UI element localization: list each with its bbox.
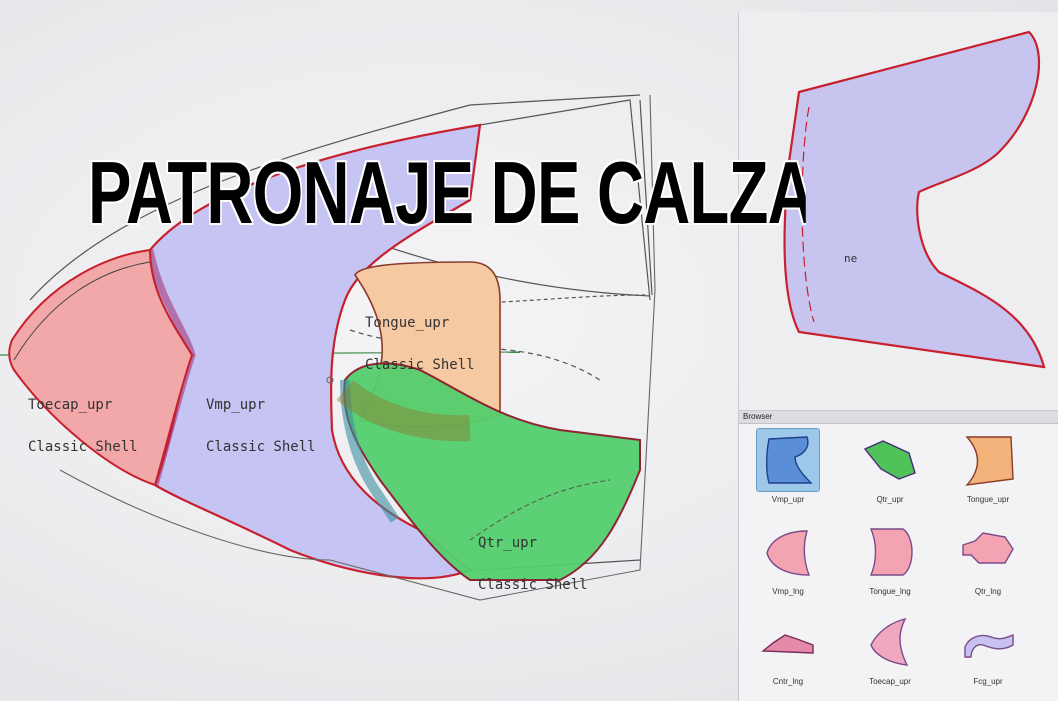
tongue-label-material: Classic Shell <box>365 357 475 373</box>
shoe-pattern-drawing[interactable] <box>0 0 740 700</box>
piece-preview-panel[interactable]: ne <box>738 12 1058 412</box>
vamp-preview-piece <box>783 30 1046 369</box>
thumb-frame <box>756 428 820 492</box>
thumb-frame <box>859 429 921 491</box>
thumb-frame <box>957 611 1019 673</box>
thumb-frame <box>957 429 1019 491</box>
tongue-label-name: Tongue_upr <box>365 315 450 331</box>
browser-item-vmp-upr[interactable]: Vmp_upr <box>753 428 823 509</box>
browser-item-qtr-upr[interactable]: Qtr_upr <box>855 429 925 509</box>
banner-title: PATRONAJE DE CALZADO ASISTIDO P <box>88 142 806 244</box>
browser-item-toecap-upr[interactable]: Toecap_upr <box>855 611 925 691</box>
browser-item-label: Vmp_upr <box>771 495 805 504</box>
quarter-label: Qtr_upr Classic Shell <box>478 508 588 620</box>
toecap-label: Toecap_upr Classic Shell <box>28 370 138 482</box>
vamp-label-material: Classic Shell <box>206 439 316 455</box>
browser-panel[interactable]: Browser Vmp_upr Qtr_upr Tongue_upr <box>738 410 1058 701</box>
tongue-lining-piece-icon <box>869 528 913 576</box>
browser-item-tongue-upr[interactable]: Tongue_upr <box>953 429 1023 509</box>
thumb-frame <box>757 521 819 583</box>
toecap-label-material: Classic Shell <box>28 439 138 455</box>
facing-upper-piece-icon <box>964 634 1014 658</box>
preview-label-fragment: ne <box>844 252 857 265</box>
preview-piece-drawing[interactable]: ne <box>739 12 1058 412</box>
counter-lining-piece-icon <box>761 634 814 654</box>
quarter-dashed-line <box>469 479 611 541</box>
vamp-lining-piece-icon <box>766 530 811 576</box>
browser-item-label: Toecap_upr <box>869 677 911 686</box>
outer-outline <box>59 94 656 601</box>
browser-item-label: Tongue_lng <box>869 587 911 596</box>
browser-item-label: Qtr_upr <box>876 495 904 504</box>
quarter-label-material: Classic Shell <box>478 577 588 593</box>
vamp-label-name: Vmp_upr <box>206 397 266 413</box>
quarter-lining-piece-icon <box>962 532 1014 564</box>
browser-item-label: Vmp_lng <box>772 587 804 596</box>
quarter-upper-piece[interactable] <box>343 362 641 581</box>
browser-item-label: Tongue_upr <box>966 495 1010 504</box>
browser-item-label: Qtr_lng <box>974 587 1002 596</box>
toecap-upper-piece-icon <box>870 617 909 666</box>
thumb-frame <box>859 521 921 583</box>
browser-item-cntr-lng[interactable]: Cntr_lng <box>753 611 823 691</box>
tongue-overlap <box>336 379 471 442</box>
browser-item-label: Fcg_upr <box>973 677 1003 686</box>
toecap-inner-line <box>13 261 151 361</box>
browser-item-vmp-lng[interactable]: Vmp_lng <box>753 521 823 601</box>
tongue-upper-piece-icon <box>965 436 1014 486</box>
quarter-upper-piece-icon <box>863 440 916 480</box>
thumb-frame <box>859 611 921 673</box>
browser-item-label: Cntr_lng <box>772 677 804 686</box>
vamp-label: Vmp_upr Classic Shell <box>206 370 316 482</box>
quarter-lining-edge <box>340 379 400 523</box>
thumb-frame <box>757 611 819 673</box>
tongue-label: Tongue_upr Classic Shell <box>365 288 475 400</box>
browser-panel-title: Browser <box>739 411 1058 424</box>
browser-item-fcg-upr[interactable]: Fcg_upr <box>953 611 1023 691</box>
reference-point <box>326 376 334 384</box>
preview-dashed-seam <box>801 106 815 323</box>
thumb-frame <box>957 521 1019 583</box>
quarter-label-name: Qtr_upr <box>478 535 538 551</box>
vamp-upper-piece-icon <box>766 436 813 484</box>
browser-item-tongue-lng[interactable]: Tongue_lng <box>855 521 925 601</box>
browser-item-qtr-lng[interactable]: Qtr_lng <box>953 521 1023 601</box>
toecap-label-name: Toecap_upr <box>28 397 113 413</box>
